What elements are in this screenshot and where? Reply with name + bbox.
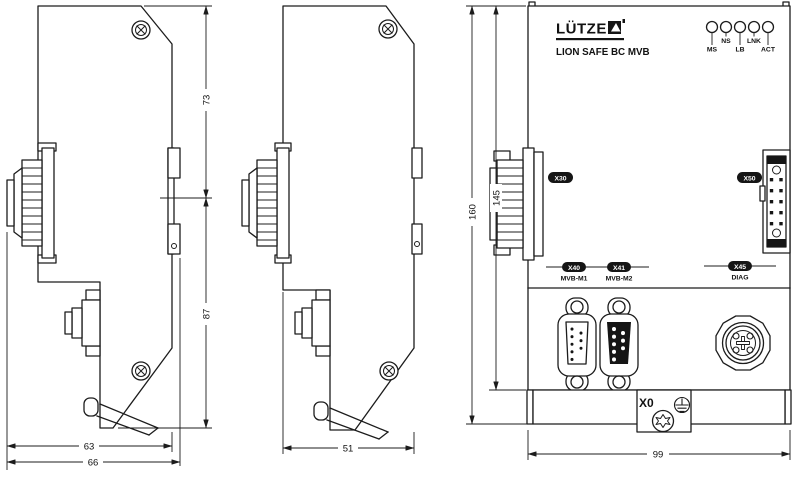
svg-text:X41: X41 (613, 265, 625, 272)
connector-ribs (22, 167, 42, 241)
product-name: LION SAFE BC MVB (556, 47, 650, 58)
led-lb (733, 20, 747, 34)
x41-badge: X41 MVB-M2 (591, 262, 649, 283)
dimension-87: 87 (200, 197, 213, 429)
port-label-mvb-m1: MVB-M1 (561, 276, 588, 283)
dimension-99: 99 (527, 430, 791, 461)
dimension-145: 145 (489, 5, 526, 391)
torx-screw (651, 409, 675, 433)
dim-99-label: 99 (653, 450, 664, 461)
led-block: NS LNK MS LB ACT (705, 20, 776, 54)
screw-bottom (131, 361, 151, 381)
led-label-act: ACT (761, 47, 776, 54)
dim-87-label: 87 (202, 309, 213, 320)
left-side-view: 73 87 63 66 (6, 5, 213, 470)
screw-top (378, 19, 398, 39)
dim-73-label: 73 (202, 95, 213, 106)
din-rail-edge (411, 147, 423, 255)
led-ns (719, 20, 733, 34)
dimension-51: 51 (282, 292, 415, 455)
keying-notch (759, 185, 766, 202)
led-label-lnk: LNK (747, 38, 761, 45)
led-label-ms: MS (707, 47, 718, 54)
connector-ribs (257, 167, 277, 241)
middle-side-view: 51 (241, 5, 423, 455)
dsub-side-connector (241, 142, 292, 264)
dim-66-label: 66 (88, 458, 99, 469)
led-label-ns: NS (721, 38, 731, 45)
x30-badge: X30 (548, 172, 573, 183)
brand-text: LÜTZE (556, 21, 607, 38)
mvb-m2-dsub-female (599, 297, 639, 392)
release-bracket (313, 401, 389, 440)
port-label-mvb-m2: MVB-M2 (606, 276, 633, 283)
m12-side-stub (294, 289, 331, 357)
housing-outline (37, 5, 173, 429)
port-label-diag: DIAG (732, 275, 749, 282)
ground-symbol (673, 396, 691, 414)
x50-connector (759, 149, 791, 254)
logo-mark-glyph (611, 23, 621, 32)
svg-text:X30: X30 (554, 176, 566, 183)
svg-text:X40: X40 (568, 265, 580, 272)
dimension-160: 160 (466, 5, 531, 425)
front-view: LÜTZE LION SAFE BC MVB NS LNK MS LB ACT (466, 1, 792, 461)
dsub-side-connector (6, 142, 57, 264)
connector-ribs (497, 167, 523, 241)
led-ms (705, 20, 719, 34)
release-bracket (83, 397, 159, 436)
dim-51-label: 51 (343, 444, 354, 455)
dimension-63: 63 (6, 232, 181, 470)
diag-m12-connector (715, 315, 771, 371)
x0-label: X0 (639, 396, 654, 410)
screw-bottom (379, 361, 399, 381)
brand-logo: LÜTZE (556, 19, 625, 41)
led-lnk (747, 20, 761, 34)
led-label-lb: LB (735, 47, 744, 54)
m12-side-stub (64, 289, 101, 357)
dim-145-label: 145 (492, 190, 503, 206)
dimension-73: 73 (118, 5, 213, 429)
bottom-flange: X0 (526, 389, 792, 433)
dim-160-label: 160 (468, 204, 479, 220)
logo-underline (556, 38, 624, 41)
x50-badge: X50 (737, 172, 762, 183)
din-rail-clip (167, 147, 181, 255)
dimension-66: 66 (6, 456, 181, 469)
x45-badge: X45 DIAG (704, 261, 776, 282)
led-act (761, 20, 775, 34)
dim-63-label: 63 (84, 442, 95, 453)
mvb-m1-dsub-male (557, 297, 597, 392)
svg-text:X45: X45 (734, 264, 746, 271)
screw-top (131, 20, 151, 40)
svg-text:X50: X50 (743, 176, 755, 183)
